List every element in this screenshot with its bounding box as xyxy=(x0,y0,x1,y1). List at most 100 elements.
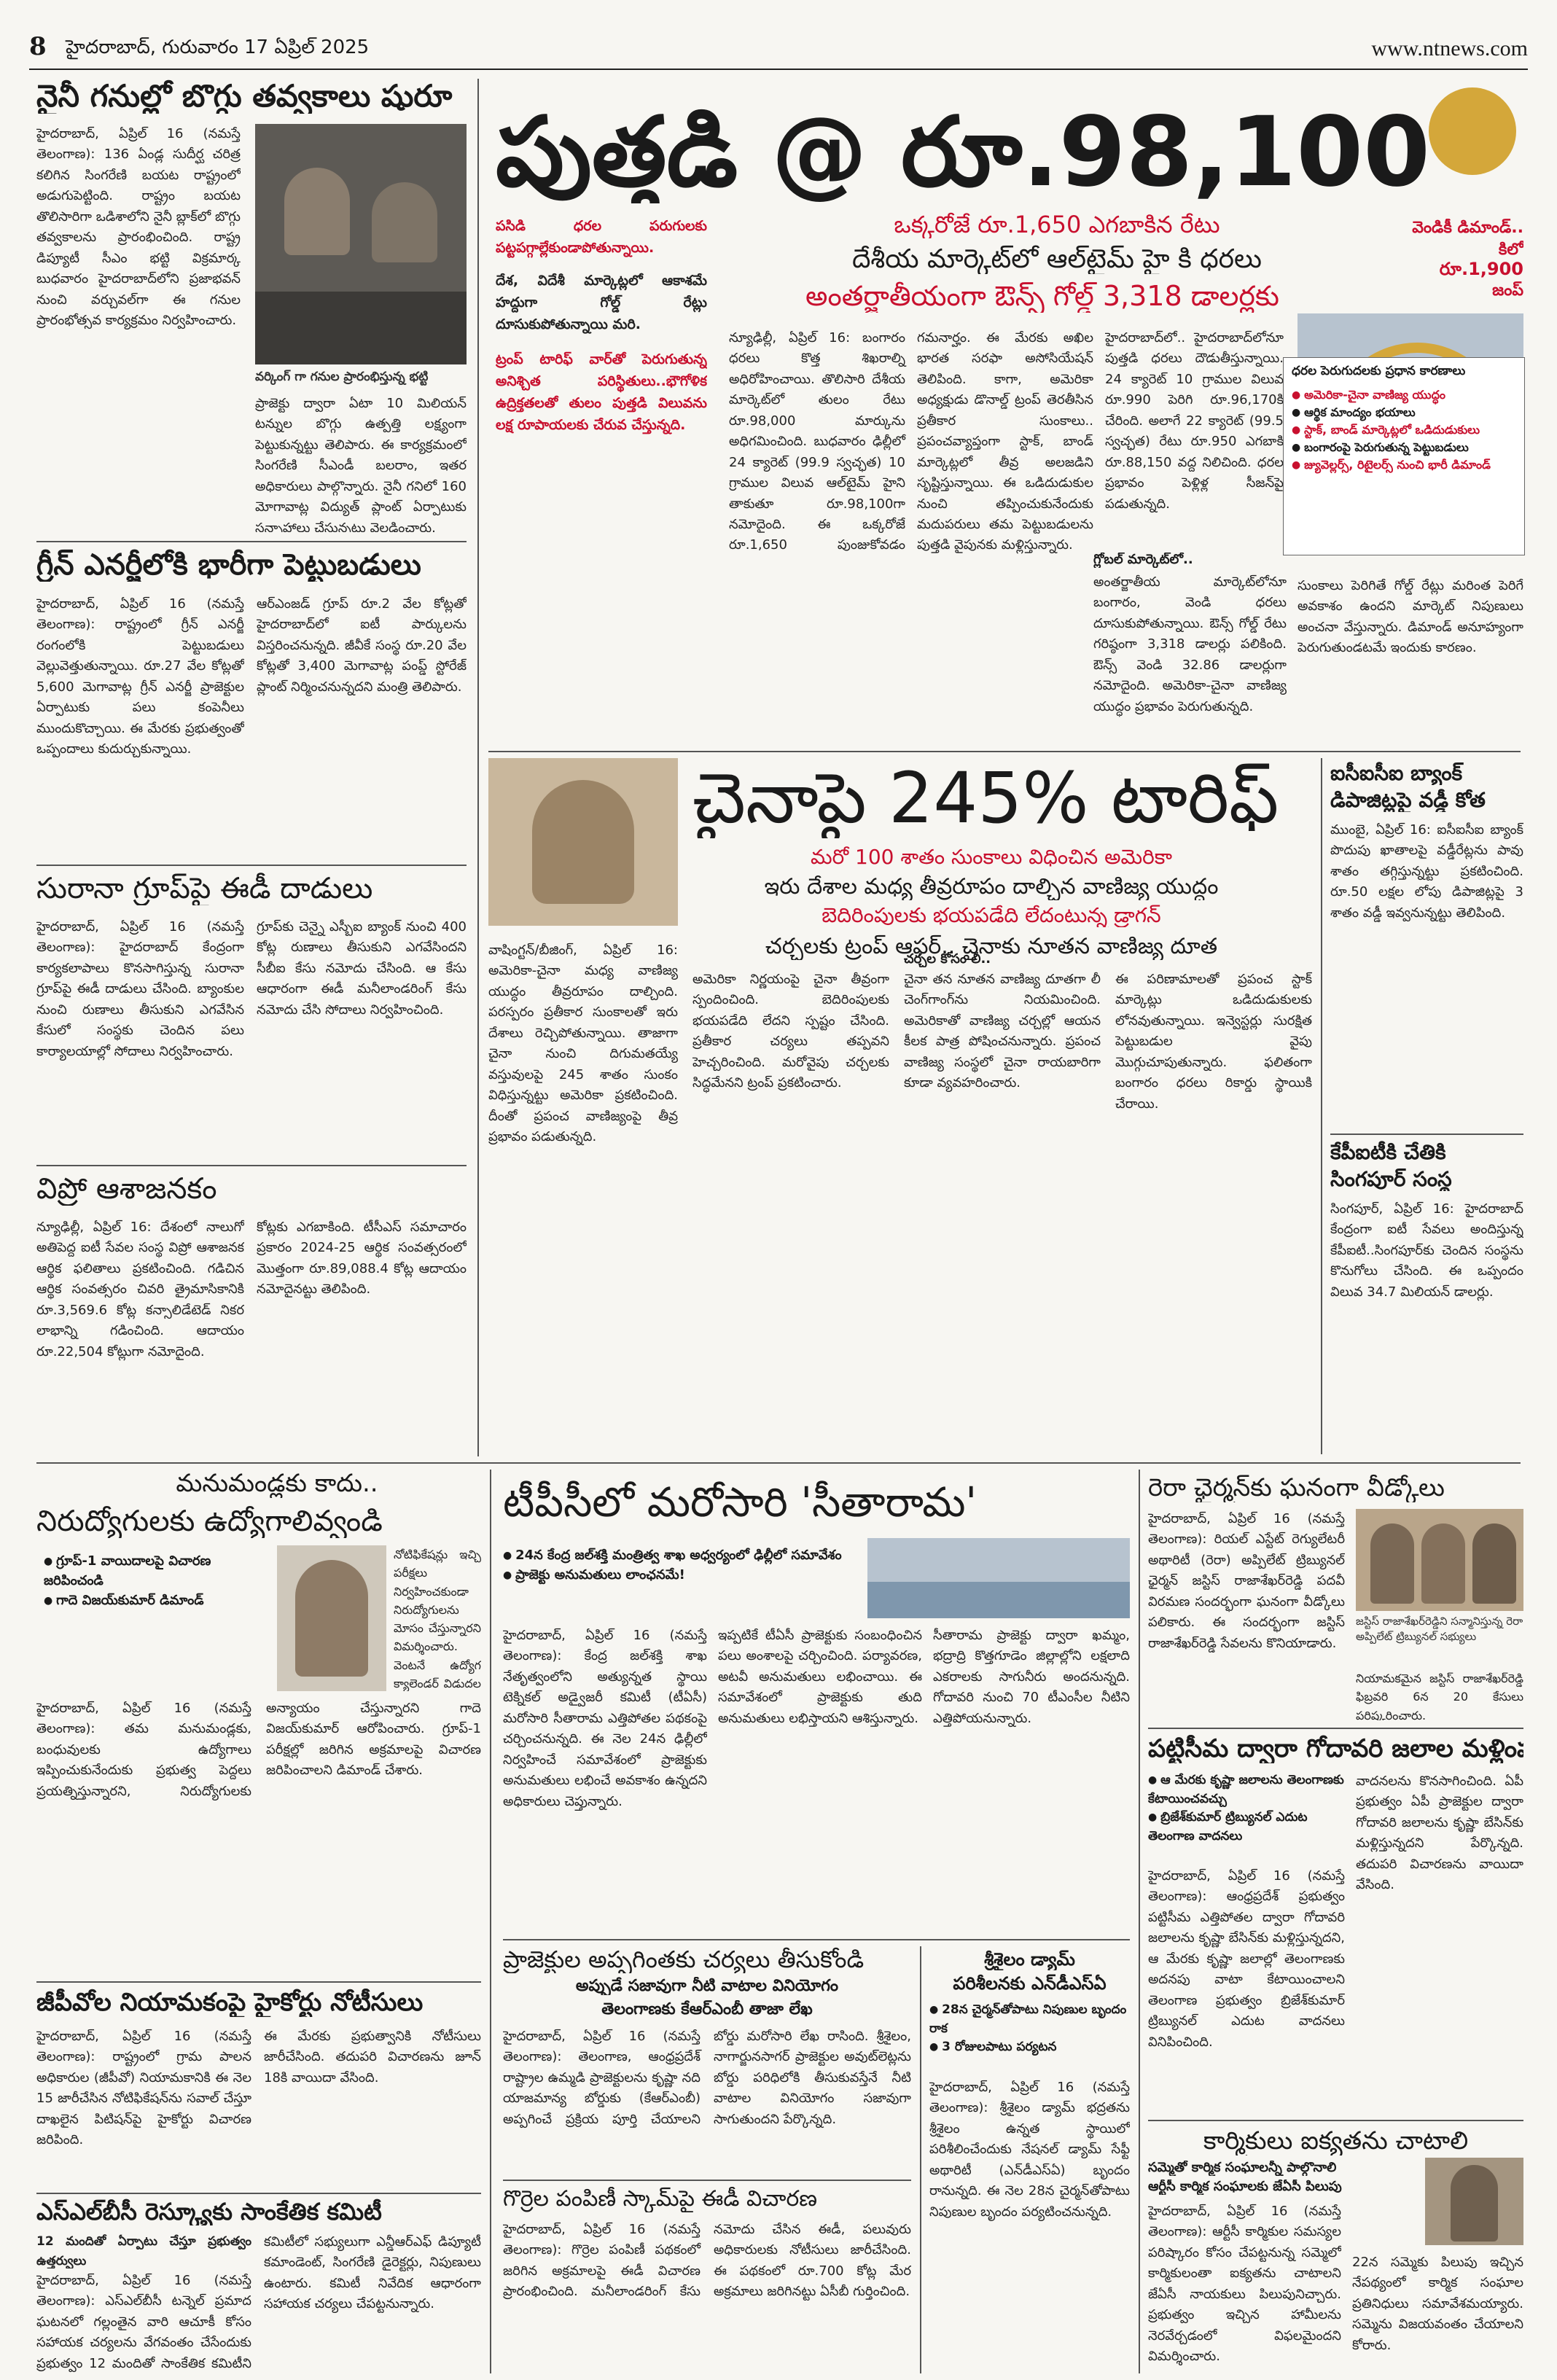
unemployed-bullet-2: గాదె విజయ్‌కుమార్ డిమాండ్ xyxy=(44,1591,262,1610)
column-rule xyxy=(1139,1470,1140,2373)
unemployed-body-2: నోటిఫికేషన్లు ఇచ్చి పరీక్షలు నిర్వహించకు… xyxy=(394,1548,481,1690)
rule xyxy=(488,751,1521,752)
tpcc-bullet-1: 24న కేంద్ర జల్‌శక్తి మంత్రిత్వ శాఖ అధ్వర… xyxy=(503,1545,853,1565)
surana-body-1: హైదరాబాద్, ఏప్రిల్ 16 (నమస్తే తెలంగాణ): … xyxy=(36,919,244,1059)
pattiseema-bullet-2: బ్రిజేశ్‌కుమార్ ట్రిబ్యునల్ ఎదుట తెలంగాణ… xyxy=(1148,1809,1345,1846)
workers-headline: కార్మికులు ఐక్యతను చాటాలి xyxy=(1203,2127,1469,2155)
factor-3: స్టాక్, బాండ్ మార్కెట్లలో ఒడిదుడుకులు xyxy=(1292,421,1518,439)
gold-body-3: అంతర్జాతీయ మార్కెట్‌లోనూ బంగారం, వెండి ధ… xyxy=(1093,574,1287,714)
pattiseema-body-1: హైదరాబాద్, ఏప్రిల్ 16 (నమస్తే తెలంగాణ): … xyxy=(1148,1868,1345,2050)
rule xyxy=(36,1462,1521,1464)
projects-sub-2: తెలంగాణకు కేఆర్ఎంబీ తాజా లేఖ xyxy=(601,2000,813,2018)
gold-subline-2: దేశీయ మార్కెట్‌లో ఆల్‌టైమ్ హై కి ధరలు xyxy=(852,244,1262,274)
pattiseema-bullets: ఆ మేరకు కృష్ణా జలాలను తెలంగాణకు కేటాయించ… xyxy=(1148,1771,1345,1846)
factor-4: బంగారంపై పెరుగుతున్న పెట్టుబడులు xyxy=(1292,439,1518,456)
gorrela-body: హైదరాబాద్, ఏప్రిల్ 16 (నమస్తే తెలంగాణ): … xyxy=(503,2222,911,2300)
gold-pull-quote-3: ట్రంప్ టారిఫ్ వార్‌తో పెరుగుతున్న అనిశ్చ… xyxy=(496,351,707,434)
factors-title: ధరల పెరుగుదలకు ప్రధాన కారణాలు xyxy=(1292,364,1466,378)
factor-1: అమెరికా-చైనా వాణిజ్య యుద్ధం xyxy=(1292,386,1518,404)
silver-price: రూ.1,900 xyxy=(1439,260,1523,279)
china-body-1: వాషింగ్టన్/బీజింగ్, ఏప్రిల్ 16: అమెరికా-… xyxy=(488,943,678,1144)
rule xyxy=(36,1981,481,1983)
slbc-kicker: 12 మందితో ఏర్పాటు చేస్తూ ప్రభుత్వం ఉత్తర… xyxy=(36,2234,251,2268)
silver-jump: జంప్ xyxy=(1492,281,1523,300)
tpcc-headline: టీపీసీలో మరోసారి 'సీతారామ' xyxy=(503,1480,977,1526)
gold-pull-quote-2: దేశ, విదేశీ మార్కెట్లలో ఆకాశమే హద్దుగా గ… xyxy=(496,273,707,333)
green-energy-headline: గ్రీన్ ఎనర్జీలోకి భారీగా పెట్టుబడులు xyxy=(36,548,421,582)
wipro-body-1: న్యూఢిల్లీ, ఏప్రిల్ 16: దేశంలో నాలుగో అత… xyxy=(36,1220,244,1359)
gold-coin-image xyxy=(1429,87,1516,175)
tpcc-body-1: హైదరాబాద్, ఏప్రిల్ 16 (నమస్తే తెలంగాణ): … xyxy=(503,1628,707,1809)
global-market-label: గ్లోబల్ మార్కెట్‌లో.. xyxy=(1093,553,1193,567)
website-url: www.ntnews.com xyxy=(1371,36,1528,61)
workers-sub-1: సమ్మెతో కార్మిక సంఘాలన్నీ పాల్గొనాలి xyxy=(1148,2161,1337,2175)
china-sub-3: బెదిరింపులకు భయపడేది లేదంటున్న డ్రాగన్ xyxy=(822,904,1161,927)
srisailam-bullet-2: 3 రోజులపాటు పర్యటన xyxy=(929,2038,1130,2057)
unemployed-bullets: గ్రూప్-1 వాయిదాలపై విచారణ జరిపించండి గాద… xyxy=(44,1551,262,1610)
green-energy-body-2: ఆర్‌ఎంజడ్ గ్రూప్ రూ.2 వేల కోట్లతో హైదరాబ… xyxy=(257,596,467,695)
coal-headline: నైనీ గనుల్లో బొగ్గు తవ్వకాలు షురూ xyxy=(36,79,453,114)
rera-photo-caption: జస్టిస్ రాజాశేఖర్‌రెడ్డిని సన్మానిస్తున్… xyxy=(1356,1615,1523,1643)
green-energy-body-1: హైదరాబాద్, ఏప్రిల్ 16 (నమస్తే తెలంగాణ): … xyxy=(36,596,244,757)
rule xyxy=(36,1165,467,1166)
factors-list: అమెరికా-చైనా వాణిజ్య యుద్ధం ఆర్థిక మాంద్… xyxy=(1292,386,1518,474)
rule xyxy=(36,2193,481,2194)
factor-5: జ్యువెల్లర్స్, రిటైలర్స్ నుంచి భారీ డిమా… xyxy=(1292,456,1518,474)
rule xyxy=(1148,2120,1523,2121)
china-sub-4: చర్చలకు ట్రంప్ ఆఫర్.. చైనాకు నూతన వాణిజ్… xyxy=(765,935,1218,959)
gold-body-4: సుంకాలు పెరిగితే గోల్డ్ రేట్లు మరింత పెర… xyxy=(1298,578,1523,656)
projects-sub-1: అప్పుడే సజావుగా నీటి వాటాల వినియోగం xyxy=(575,1977,839,1995)
tpcc-project-photo xyxy=(867,1538,1130,1618)
projects-headline: ప్రాజెక్టుల అప్పగింతకు చర్యలు తీసుకోండి xyxy=(503,1946,865,1973)
rera-body-2: నియామకమైన జస్టిస్ రాజాశేఖర్‌రెడ్డి ఫిబ్ర… xyxy=(1356,1671,1523,1720)
rule xyxy=(1330,1134,1523,1135)
rera-body: హైదరాబాద్, ఏప్రిల్ 16 (నమస్తే తెలంగాణ): … xyxy=(1148,1511,1345,1651)
gold-body-1: న్యూఢిల్లీ, ఏప్రిల్ 16: బంగారం ధరలు కొత్… xyxy=(729,330,1093,553)
unemployed-bullet-1: గ్రూప్-1 వాయిదాలపై విచారణ జరిపించండి xyxy=(44,1551,262,1591)
date-line: హైదరాబాద్, గురువారం 17 ఏప్రిల్ 2025 xyxy=(66,36,370,58)
workers-body-2: 22న సమ్మెకు పిలుపు ఇచ్చిన నేపథ్యంలో కార్… xyxy=(1352,2255,1523,2353)
gold-subline-3: అంతర్జాతీయంగా ఔన్స్ గోల్డ్ 3,318 డాలర్లక… xyxy=(805,281,1279,312)
surana-headline: సురానా గ్రూప్‌పై ఈడీ దాడులు xyxy=(36,872,373,905)
rule xyxy=(36,865,467,866)
workers-photo xyxy=(1425,2158,1523,2245)
tpcc-body-3: సీతారామ ప్రాజెక్టు ద్వారా ఖమ్మం, భద్రాద్… xyxy=(933,1628,1130,1726)
tpcc-bullet-2: ప్రాజెక్టు అనుమతులు లాంఛనమే! xyxy=(503,1565,853,1585)
kpit-headline-1: కేపీఐటీకి చేతికి xyxy=(1330,1141,1446,1164)
china-body-2: అమెరికా నిర్ణయంపై చైనా తీవ్రంగా స్పందించ… xyxy=(692,972,889,1091)
surana-body-2: గ్రూప్‌కు చెన్నై ఎస్బీఐ బ్యాంక్ నుంచి 40… xyxy=(257,919,467,1018)
unemployed-kicker: మనుమండ్లకు కాదు.. xyxy=(176,1470,378,1498)
slbc-headline: ఎస్‌ఎల్‌బీసీ రెస్క్యూకు సాంకేతిక కమిటీ xyxy=(36,2198,382,2225)
srisailam-bullet-1: 28న చైర్మన్‌తోపాటు నిపుణుల బృందం రాక xyxy=(929,2001,1130,2038)
slbc-body-1: హైదరాబాద్, ఏప్రిల్ 16 (నమస్తే తెలంగాణ): … xyxy=(36,2273,251,2371)
icici-headline-2: డిపాజిట్లపై వడ్డీ కోత xyxy=(1330,789,1486,812)
rera-photo xyxy=(1356,1509,1523,1611)
china-sidebar-label: చర్చల కోసం లీ.. xyxy=(904,952,991,967)
workers-sub-2: ఆర్టీసీ కార్మిక సంఘాలకు జేఏసీ పిలుపు xyxy=(1148,2180,1342,2194)
gorrela-headline: గొర్రెల పంపిణీ స్కామ్‌పై ఈడీ విచారణ xyxy=(503,2187,818,2212)
icici-body: ముంబై, ఏప్రిల్ 16: ఐసీఐసీఐ బ్యాంక్ పొదుప… xyxy=(1330,822,1523,921)
column-rule xyxy=(477,79,479,1456)
gold-subline-1: ఒక్కరోజే రూ.1,650 ఎగబాకిన రేటు xyxy=(894,211,1220,238)
china-sub-1: మరో 100 శాతం సుంకాలు విధించిన అమెరికా xyxy=(811,846,1172,869)
gpo-body-2: ఈ మేరకు ప్రభుత్వానికి నోటీసులు జారీచేసిం… xyxy=(264,2029,481,2086)
projects-body: హైదరాబాద్, ఏప్రిల్ 16 (నమస్తే తెలంగాణ): … xyxy=(503,2029,911,2127)
china-headline: చైనాపై 245% టారిఫ్ xyxy=(692,758,1279,839)
gpo-headline: జీపీవోల నియామకంపై హైకోర్టు నోటీసులు xyxy=(36,1989,424,2017)
factor-2: ఆర్థిక మాంద్యం భయాలు xyxy=(1292,404,1518,421)
china-body-3: చైనా తన నూతన వాణిజ్య దూతగా లీ చెంగ్‌గాంగ… xyxy=(904,972,1101,1091)
gpo-body-1: హైదరాబాద్, ఏప్రిల్ 16 (నమస్తే తెలంగాణ): … xyxy=(36,2029,251,2148)
coal-photo xyxy=(255,124,467,364)
gold-body-2: హైదరాబాద్‌లో.. హైదరాబాద్‌లోనూ పుత్తడి ధర… xyxy=(1105,330,1284,512)
tpcc-body-2: ఇప్పటికే టీఏసీ ప్రాజెక్టుకు సంబంధించిన ప… xyxy=(718,1628,922,1726)
tpcc-bullets: 24న కేంద్ర జల్‌శక్తి మంత్రిత్వ శాఖ అధ్వర… xyxy=(503,1545,853,1585)
pattiseema-headline: పట్టిసీమ ద్వారా గోదావరి జలాల మళ్లింపు xyxy=(1148,1735,1523,1763)
wipro-body-2: కోట్లకు ఎగబాకింది. టీసీఎస్ సమాచారం ప్రకా… xyxy=(257,1220,467,1298)
china-sub-2: ఇరు దేశాల మధ్య తీవ్రరూపం దాల్చిన వాణిజ్య… xyxy=(764,875,1219,900)
kpit-body: సింగపూర్, ఏప్రిల్ 16: హైదరాబాద్ కేంద్రంగ… xyxy=(1330,1201,1523,1300)
coal-photo-caption: వర్కింగ్ గా గనుల ప్రారంభిస్తున్న భట్టి xyxy=(255,370,429,384)
rera-headline: రెరా ఛైర్మన్‌కు ఘనంగా వీడ్కోలు xyxy=(1148,1474,1445,1502)
rule xyxy=(503,2180,911,2181)
china-body-4: ఈ పరిణామాలతో ప్రపంచ స్టాక్ మార్కెట్లు ఒడ… xyxy=(1115,972,1312,1112)
gold-pull-quote-1: పసిడి ధరల పరుగులకు పట్టపగ్గాల్లేకుండాపోత… xyxy=(496,218,707,257)
